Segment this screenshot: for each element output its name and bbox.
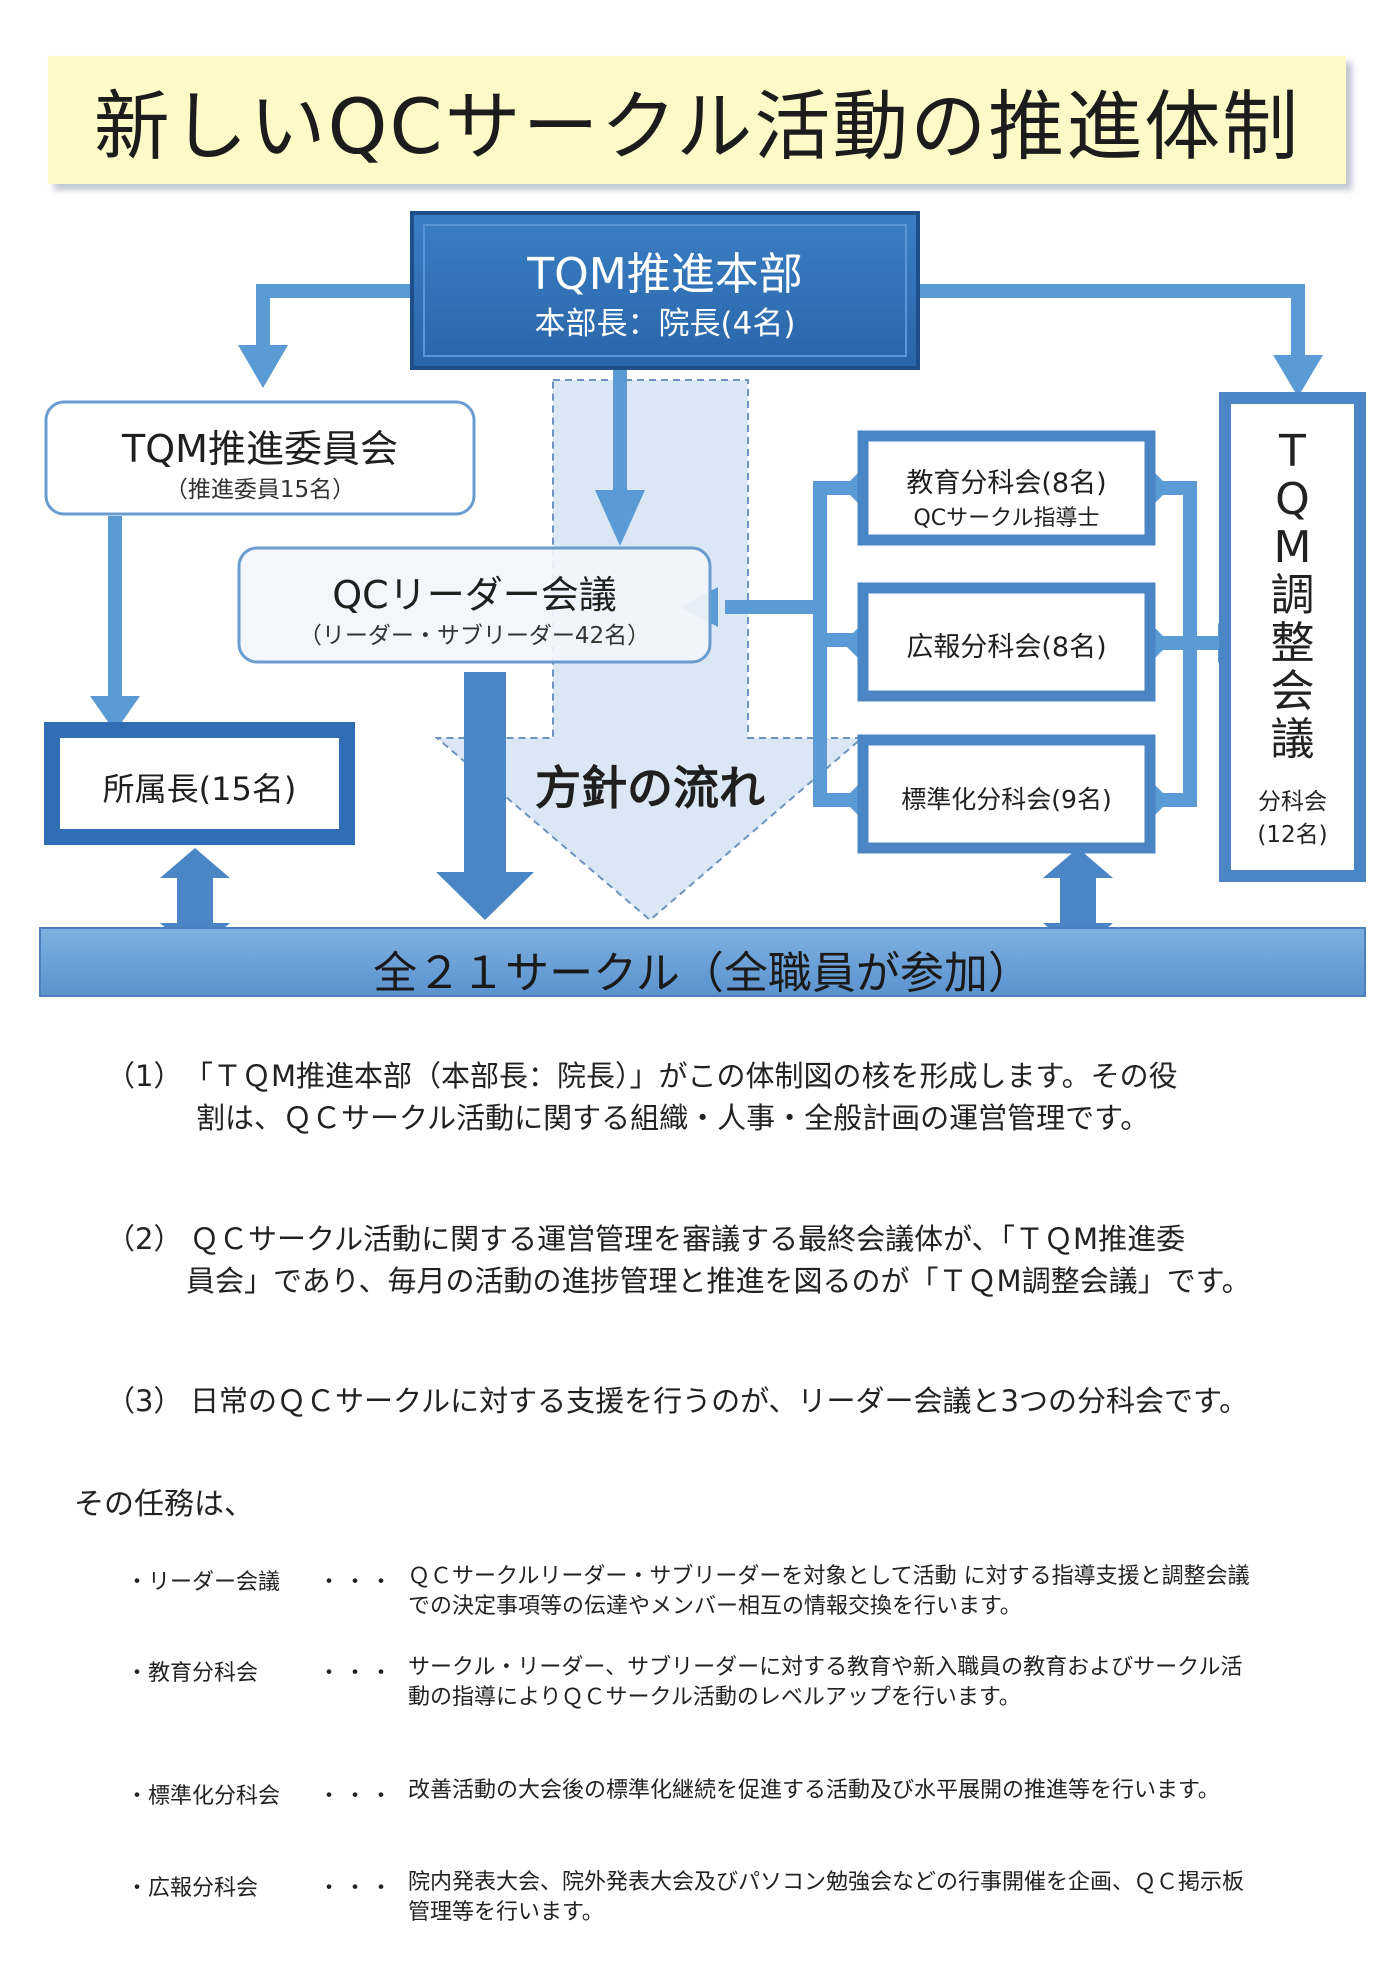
task-label-education: ・教育分科会 bbox=[126, 1661, 259, 1686]
coordination-box bbox=[1219, 392, 1366, 882]
committee-box bbox=[44, 400, 476, 516]
paragraph-1-number: （1） bbox=[106, 1059, 183, 1093]
paragraph-2: （2） ＱＣサークル活動に関する運営管理を審議する最終会議体が、「ＴＱM推進委 … bbox=[106, 1218, 1346, 1302]
coordination-char-5: 整 bbox=[1270, 618, 1315, 669]
managers-box bbox=[44, 722, 355, 845]
paragraph-2-line-2: 員会」であり、毎月の活動の進捗管理と推進を図るのが「ＴＱM調整会議」です。 bbox=[186, 1264, 1251, 1298]
education-subtitle: QCサークル指導士 bbox=[913, 506, 1100, 531]
paragraph-1: （1） 「ＴＱM推進本部（本部長：院長）」がこの体制図の核を形成します。その役 … bbox=[106, 1055, 1306, 1139]
committee-subtitle: （推進委員15名） bbox=[164, 477, 356, 503]
coordination-sub-2: (12名) bbox=[1257, 822, 1328, 848]
leader-meeting-box bbox=[237, 546, 712, 664]
task-label-pr: ・広報分科会 bbox=[126, 1876, 259, 1901]
coordination-char-6: 会 bbox=[1270, 666, 1315, 717]
circles-label: 全２１サークル（全職員が参加） bbox=[373, 948, 1032, 999]
hq-subtitle: 本部長：院長(4名) bbox=[534, 306, 796, 342]
managers-title: 所属長(15名) bbox=[102, 770, 297, 808]
task-dots-standard: ・・・ bbox=[318, 1784, 397, 1809]
task-dots-leader: ・・・ bbox=[318, 1570, 397, 1595]
hq-title: TQM推進本部 bbox=[527, 249, 803, 300]
leader-to-circles-arrow bbox=[436, 672, 534, 920]
coordination-sub-1: 分科会 bbox=[1258, 789, 1327, 815]
coordination-char-1: T bbox=[1279, 426, 1306, 477]
task-desc-standard: 改善活動の大会後の標準化継続を促進する活動及び水平展開の推進等を行います。 bbox=[408, 1776, 1368, 1806]
hq-box bbox=[410, 211, 920, 370]
managers-circles-double-arrow bbox=[160, 848, 230, 953]
org-diagram bbox=[39, 211, 1366, 997]
task-label-leader: ・リーダー会議 bbox=[126, 1570, 281, 1595]
pr-title: 広報分科会(8名) bbox=[906, 632, 1107, 663]
title-banner: 新しいQCサークル活動の推進体制 bbox=[48, 56, 1346, 184]
circles-bar bbox=[39, 927, 1366, 997]
paragraph-2-line-1: ＱＣサークル活動に関する運営管理を審議する最終会議体が、「ＴＱM推進委 bbox=[190, 1222, 1186, 1256]
paragraph-1-line-2: 割は、ＱＣサークル活動に関する組織・人事・全般計画の運営管理です。 bbox=[196, 1101, 1150, 1135]
education-box bbox=[857, 430, 1156, 546]
task-desc-education-line-1: サークル・リーダー、サブリーダーに対する教育や新入職員の教育およびサークル活 bbox=[408, 1655, 1243, 1680]
task-desc-leader: ＱＣサークルリーダー・サブリーダーを対象として活動 に対する指導支援と調整会議 … bbox=[408, 1562, 1368, 1622]
subcommittee-circles-double-arrow bbox=[1043, 848, 1113, 953]
policy-flow-label: 方針の流れ bbox=[535, 761, 765, 815]
paragraph-3: （3） 日常のＱＣサークルに対する支援を行うのが、リーダー会議と3つの分科会です… bbox=[106, 1380, 1346, 1422]
coordination-char-4: 調 bbox=[1270, 570, 1315, 621]
coordination-char-2: Q bbox=[1275, 474, 1310, 525]
task-desc-leader-line-2: での決定事項等の伝達やメンバー相互の情報交換を行います。 bbox=[408, 1594, 1022, 1619]
task-desc-pr-line-1: 院内発表大会、院外発表大会及びパソコン勉強会などの行事開催を企画、ＱＣ掲示板 bbox=[408, 1870, 1245, 1895]
tasks-intro: その任務は、 bbox=[74, 1487, 254, 1522]
committee-title: TQM推進委員会 bbox=[122, 427, 398, 471]
standard-box bbox=[857, 734, 1156, 854]
paragraph-1-line-1: 「ＴＱM推進本部（本部長：院長）」がこの体制図の核を形成します。その役 bbox=[184, 1059, 1178, 1093]
task-label-standard: ・標準化分科会 bbox=[126, 1784, 281, 1809]
task-dots-education: ・・・ bbox=[318, 1661, 397, 1686]
pr-box bbox=[857, 582, 1156, 702]
task-desc-leader-line-1: ＱＣサークルリーダー・サブリーダーを対象として活動 に対する指導支援と調整会議 bbox=[408, 1564, 1250, 1589]
paragraph-2-number: （2） bbox=[106, 1222, 183, 1256]
task-desc-pr: 院内発表大会、院外発表大会及びパソコン勉強会などの行事開催を企画、ＱＣ掲示板 管… bbox=[408, 1868, 1368, 1928]
task-dots-pr: ・・・ bbox=[318, 1876, 397, 1901]
coordination-char-3: M bbox=[1273, 522, 1312, 573]
standard-title: 標準化分科会(9名) bbox=[901, 785, 1112, 814]
education-title: 教育分科会(8名) bbox=[906, 468, 1107, 499]
leader-meeting-title: QCリーダー会議 bbox=[332, 573, 617, 617]
task-desc-education-line-2: 動の指導によりＱＣサークル活動のレベルアップを行います。 bbox=[408, 1685, 1021, 1710]
page-title: 新しいQCサークル活動の推進体制 bbox=[93, 82, 1301, 171]
paragraph-3-line-1: 日常のＱＣサークルに対する支援を行うのが、リーダー会議と3つの分科会です。 bbox=[190, 1384, 1249, 1418]
leader-meeting-subtitle: （リーダー・サブリーダー42名） bbox=[298, 623, 651, 649]
paragraph-3-number: （3） bbox=[106, 1384, 183, 1418]
task-desc-pr-line-2: 管理等を行います。 bbox=[408, 1900, 604, 1925]
task-desc-standard-line-1: 改善活動の大会後の標準化継続を促進する活動及び水平展開の推進等を行います。 bbox=[408, 1778, 1220, 1803]
coordination-char-7: 議 bbox=[1270, 714, 1315, 765]
task-desc-education: サークル・リーダー、サブリーダーに対する教育や新入職員の教育およびサークル活 動… bbox=[408, 1653, 1368, 1713]
